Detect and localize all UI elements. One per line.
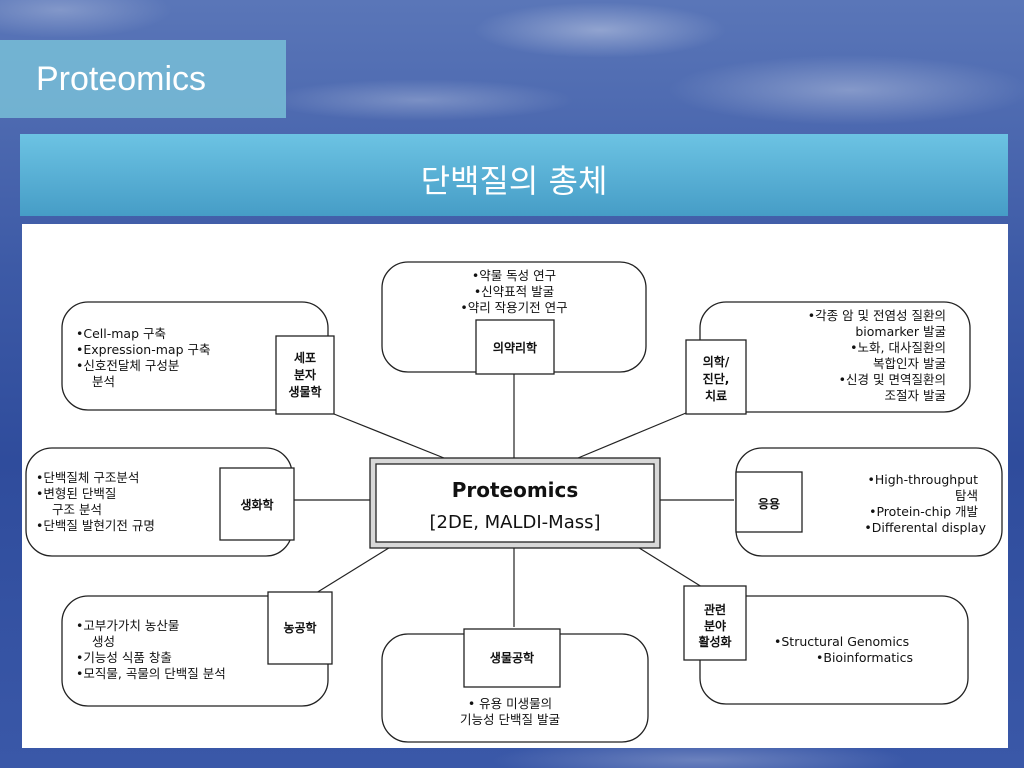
medical-label: 의학/ [703,354,730,369]
node-medical: 의학/ 진단, 치료 •각종 암 및 전염성 질환의 biomarker 발굴 … [685,301,971,415]
medical-label: 진단, [703,371,730,386]
biotech-item: • 유용 미생물의 [468,696,552,711]
medical-label: 치료 [705,388,727,403]
subtitle-bar [20,134,1008,216]
application-item: •High-throughput [868,472,979,487]
node-pharma: 의약리학 •약물 독성 연구 •신약표적 발굴 •약리 작용기전 연구 [381,261,647,375]
node-application: 응용 •High-throughput 탐색 •Protein-chip 개발 … [735,447,1003,557]
node-cell: 세포 분자 생물학 •Cell-map 구축 •Expression-map 구… [61,301,335,415]
biochem-item: •단백질체 구조분석 [36,470,139,485]
application-item: •Differental display [864,520,986,535]
related-label: 관련 [704,602,726,617]
pharma-item: •약물 독성 연구 [472,268,556,283]
slide-title: Proteomics [36,60,207,98]
biochem-item: •변형된 단백질 [36,486,116,501]
biotech-label: 생물공학 [490,650,534,665]
title-bar [0,40,286,118]
agri-item: •고부가가치 농산물 [76,618,179,633]
line-related [635,545,703,588]
agri-label: 농공학 [283,620,316,635]
related-item: •Bioinformatics [816,650,913,665]
center-title: Proteomics [452,478,579,502]
agri-item: •기능성 식품 창출 [76,650,172,665]
node-agri: 농공학 •고부가가치 농산물 생성 •기능성 식품 창출 •모직물, 곡물의 단… [61,591,333,707]
diagram-panel: Proteomics [2DE, MALDI-Mass] 의약리학 •약물 독성… [22,224,1008,748]
cell-item: 분석 [92,374,115,389]
proteomics-diagram: Proteomics [2DE, MALDI-Mass] 의약리학 •약물 독성… [25,261,1003,743]
medical-item: 복합인자 발굴 [873,356,946,371]
biochem-label: 생화학 [240,497,273,512]
application-label: 응용 [758,496,780,511]
center-subtitle: [2DE, MALDI-Mass] [429,512,600,533]
cell-item: •Expression-map 구축 [76,342,210,357]
medical-item: biomarker 발굴 [855,324,946,339]
center-box: Proteomics [2DE, MALDI-Mass] [369,457,661,549]
medical-item: •각종 암 및 전염성 질환의 [808,308,946,323]
related-label: 활성화 [698,634,731,649]
application-item: 탐색 [955,488,978,503]
related-label: 분야 [704,618,726,633]
node-biochem: 생화학 •단백질체 구조분석 •변형된 단백질 구조 분석 •단백질 발현기전 … [25,447,295,557]
cell-label: 생물학 [288,384,321,399]
node-biotech: 생물공학 • 유용 미생물의 기능성 단백질 발굴 [381,628,649,743]
biochem-item: 구조 분석 [52,502,102,517]
connectors [292,374,734,627]
agri-item: 생성 [92,634,115,649]
application-item: •Protein-chip 개발 [869,504,978,519]
pharma-label: 의약리학 [493,340,537,355]
agri-item: •모직물, 곡물의 단백질 분석 [76,666,226,681]
medical-item: •신경 및 면역질환의 [839,372,946,387]
biochem-item: •단백질 발현기전 규명 [36,518,155,533]
pharma-item: •신약표적 발굴 [474,284,554,299]
biotech-item: 기능성 단백질 발굴 [460,712,560,727]
cell-item: •신호전달체 구성분 [76,358,179,373]
cell-label: 세포 [294,350,316,365]
medical-item: •노화, 대사질환의 [850,340,946,355]
cell-item: •Cell-map 구축 [76,326,166,341]
cell-label: 분자 [294,367,316,382]
line-agri [307,545,393,599]
related-item: •Structural Genomics [774,634,909,649]
node-related: 관련 분야 활성화 •Structural Genomics •Bioinfor… [683,585,969,705]
slide-subtitle: 단백질의 총체 [420,162,608,200]
pharma-item: •약리 작용기전 연구 [460,300,567,315]
line-cell [333,413,445,459]
medical-item: 조절자 발굴 [885,388,946,403]
line-medical [577,407,699,459]
